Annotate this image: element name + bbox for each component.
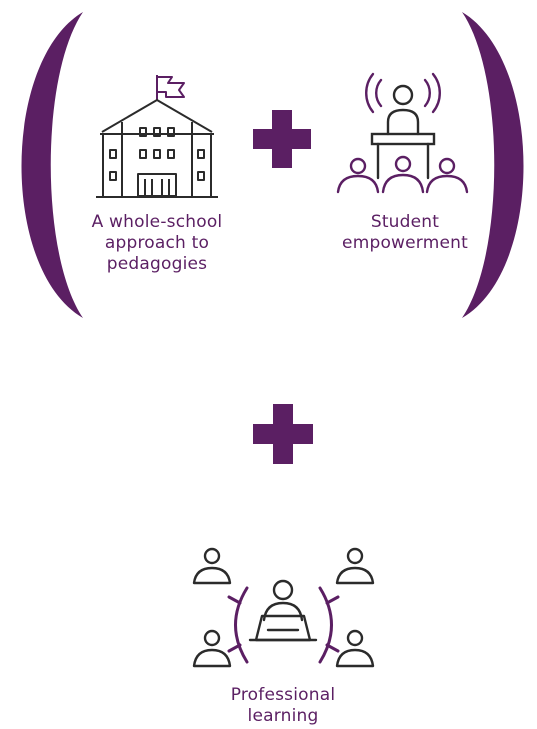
plus-icon <box>253 110 311 168</box>
speaker-at-podium-with-audience-icon <box>336 72 469 194</box>
student-label: Student empowerment <box>342 212 468 253</box>
left-parenthesis-icon <box>21 12 83 318</box>
school-label: A whole-school approach to pedagogies <box>91 212 223 274</box>
plus-icon <box>253 404 313 464</box>
school-building-with-flag-icon <box>96 75 218 198</box>
right-parenthesis-icon <box>462 12 524 318</box>
collaborative-meeting-icon <box>192 547 375 668</box>
professional-label: Professional learning <box>230 685 336 726</box>
